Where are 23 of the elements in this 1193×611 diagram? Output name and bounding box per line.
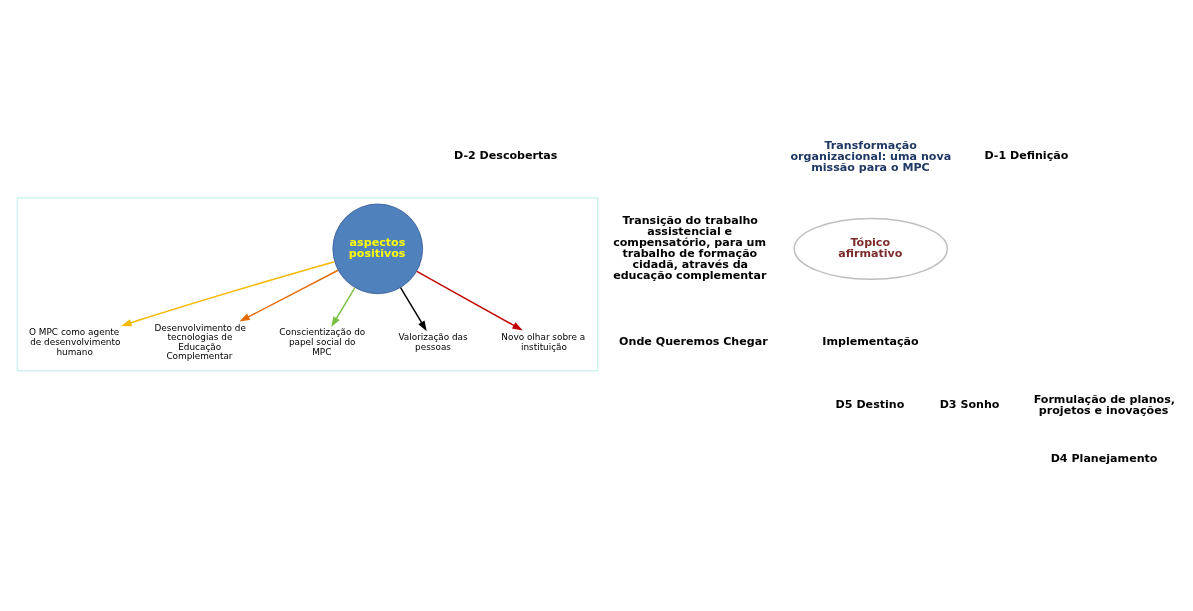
node-text: Valorização das pessoas — [398, 332, 468, 352]
arrow — [331, 287, 356, 328]
label: Implementação — [822, 334, 919, 348]
label: Transformação organizacional: uma nova missão para o MPC — [790, 139, 952, 175]
label: Onde Queremos Chegar — [619, 334, 768, 348]
node-text: Novo olhar sobre a instituição — [501, 332, 586, 352]
label: D4 Planejamento — [1050, 451, 1158, 465]
label: D-1 Definição — [984, 149, 1069, 163]
label: D5 Destino — [835, 397, 905, 411]
node-circle: aspectos positivos — [332, 203, 423, 295]
node-ellipse: Tópico afirmativo — [793, 217, 949, 280]
arrow — [416, 270, 523, 331]
arrow — [399, 287, 427, 332]
label: D3 Sonho — [939, 397, 1000, 411]
node-text: Desenvolvimento de tecnologias de Educação Complementar — [154, 322, 246, 362]
node-text: O MPC como agente de desenvolvimento humano — [29, 327, 121, 357]
arrow — [121, 261, 336, 327]
label: D-2 Descobertas — [453, 149, 558, 163]
label: Formulação de planos, projetos e inovações — [1033, 392, 1176, 417]
cluster — [16, 197, 599, 372]
node-text: Conscientização do papel social do MPC — [279, 327, 366, 357]
label: Transição do trabalho assistencial e compensatório, para um trabalho de formação cidadã, através da educação complementar — [613, 213, 767, 283]
arrow — [239, 269, 339, 322]
